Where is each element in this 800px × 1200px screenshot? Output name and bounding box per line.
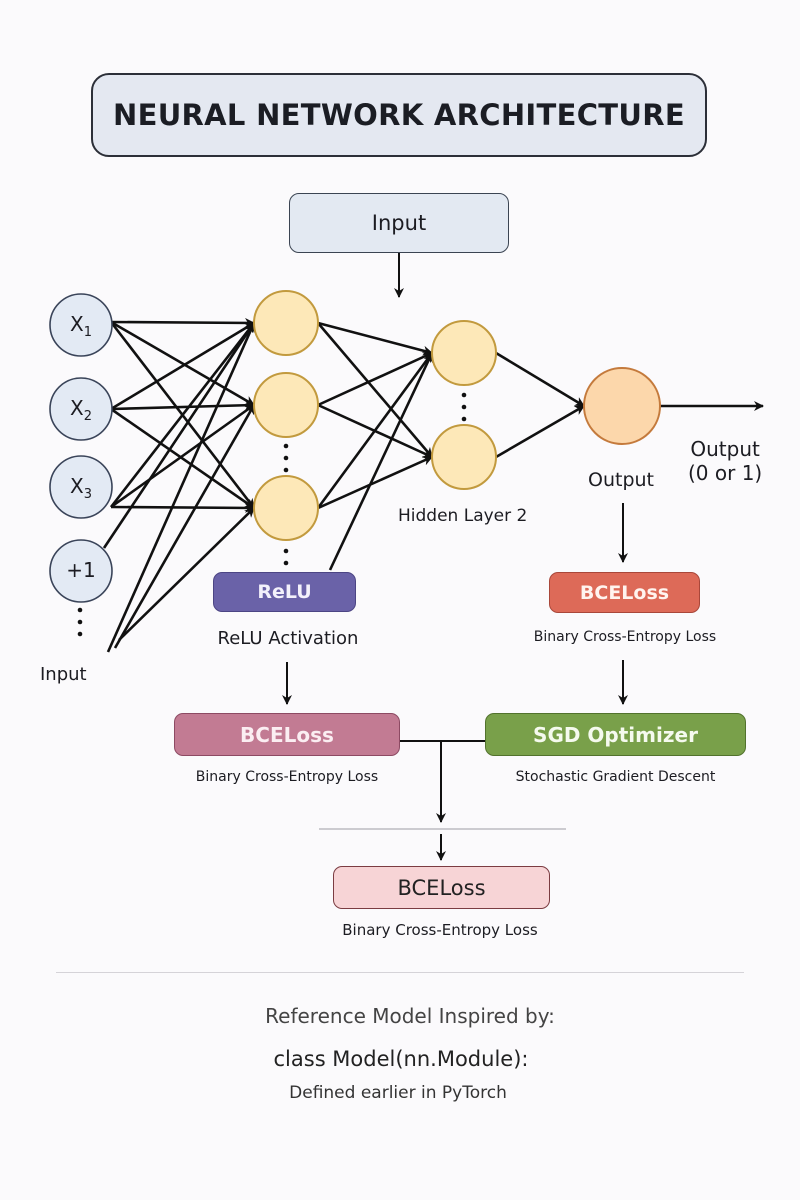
relu-label: ReLU bbox=[257, 581, 312, 603]
edge-relu-hidden2 bbox=[328, 352, 434, 571]
edge-hidden2-output bbox=[495, 351, 585, 408]
footer-note: Defined earlier in PyTorch bbox=[289, 1083, 507, 1103]
input-node-label-1: X1 bbox=[51, 311, 111, 346]
output-arrow-label-line1: Output bbox=[690, 437, 760, 461]
edge-hidden1-hidden2 bbox=[317, 322, 433, 458]
input-node-symbol: X bbox=[70, 474, 84, 498]
input-node-subscript: 1 bbox=[83, 325, 92, 340]
output-arrow-label-line2: (0 or 1) bbox=[688, 461, 763, 485]
relu-block: ReLU bbox=[213, 572, 356, 612]
flow-arrows bbox=[282, 253, 628, 861]
edge-input-extra bbox=[118, 507, 255, 641]
hidden1-node-2 bbox=[253, 372, 319, 438]
edge-hidden1-hidden2 bbox=[316, 352, 434, 509]
input-node-symbol: X bbox=[70, 312, 84, 336]
output-node-label: Output bbox=[588, 469, 654, 491]
edge-input-hidden1 bbox=[110, 403, 255, 509]
edge-hidden1-hidden2 bbox=[317, 351, 433, 407]
input-node-symbol: +1 bbox=[66, 558, 96, 582]
input-node-label-3: X3 bbox=[51, 473, 111, 508]
network-nodes bbox=[49, 290, 661, 637]
hidden2-ellipsis bbox=[461, 404, 467, 410]
input-box: Input bbox=[289, 193, 509, 253]
edge-hidden1-hidden2 bbox=[317, 455, 433, 510]
edge-input-hidden1 bbox=[109, 322, 256, 508]
bceloss-output-block: BCELoss bbox=[549, 572, 700, 613]
hidden1-node-3 bbox=[253, 475, 319, 541]
hidden2-ellipsis bbox=[461, 416, 467, 422]
hidden2-node-1 bbox=[431, 320, 497, 386]
bceloss-final-caption: Binary Cross-Entropy Loss bbox=[342, 921, 538, 939]
footer-divider bbox=[56, 972, 744, 973]
hidden-layer-2-label: Hidden Layer 2 bbox=[398, 506, 528, 526]
hidden1-ellipsis-lower bbox=[283, 548, 289, 554]
input-node-1 bbox=[49, 293, 113, 357]
hidden1-node-1 bbox=[253, 290, 319, 356]
bceloss-relu-caption: Binary Cross-Entropy Loss bbox=[195, 769, 379, 785]
edge-bias-hidden1 bbox=[102, 322, 256, 549]
bceloss-relu-label: BCELoss bbox=[240, 722, 334, 747]
input-box-label: Input bbox=[371, 211, 427, 235]
bceloss-final-block: BCELoss bbox=[333, 866, 550, 909]
edge-input-hidden1 bbox=[110, 407, 255, 510]
bceloss-output-caption: Binary Cross-Entropy Loss bbox=[533, 629, 717, 645]
footer-class-definition: class Model(nn.Module): bbox=[273, 1047, 529, 1071]
input-node-subscript: 3 bbox=[83, 487, 92, 502]
hidden1-ellipsis bbox=[283, 467, 289, 473]
hidden1-ellipsis-lower bbox=[283, 560, 289, 566]
page-title: NEURAL NETWORK ARCHITECTURE bbox=[113, 98, 685, 132]
sgd-optimizer-caption: Stochastic Gradient Descent bbox=[515, 769, 716, 785]
footer-reference: Reference Model Inspired by: bbox=[265, 1004, 555, 1028]
input-ellipsis bbox=[77, 607, 83, 613]
sgd-optimizer-label: SGD Optimizer bbox=[533, 722, 698, 747]
input-layer-label: Input bbox=[40, 664, 87, 685]
input-ellipsis bbox=[77, 631, 83, 637]
edge-input-hidden1 bbox=[110, 320, 255, 407]
edge-input-hidden1 bbox=[110, 317, 255, 328]
relu-caption: ReLU Activation bbox=[217, 628, 359, 649]
hidden1-ellipsis bbox=[283, 443, 289, 449]
hidden2-ellipsis bbox=[461, 392, 467, 398]
edge-input-hidden1 bbox=[110, 400, 255, 411]
input-node-3 bbox=[49, 455, 113, 519]
edge-hidden1-hidden2 bbox=[317, 321, 433, 356]
input-node-2 bbox=[49, 377, 113, 441]
input-node-label-2: X2 bbox=[51, 395, 111, 430]
hidden1-ellipsis bbox=[283, 455, 289, 461]
input-node-symbol: X bbox=[70, 396, 84, 420]
connection-edges bbox=[102, 317, 764, 653]
input-ellipsis bbox=[77, 619, 83, 625]
input-node-subscript: 2 bbox=[83, 409, 92, 424]
output-arrow-label: Output (0 or 1) bbox=[688, 437, 762, 485]
edge-input-hidden1 bbox=[110, 321, 255, 411]
edge-input-extra bbox=[106, 322, 256, 653]
edge-hidden2-output bbox=[495, 404, 585, 459]
hidden2-node-2 bbox=[431, 424, 497, 490]
sgd-optimizer-block: SGD Optimizer bbox=[485, 713, 746, 756]
bceloss-output-label: BCELoss bbox=[579, 581, 670, 604]
edge-input-hidden1 bbox=[110, 502, 255, 513]
output-node bbox=[583, 367, 661, 445]
bceloss-relu-block: BCELoss bbox=[174, 713, 400, 756]
bceloss-final-label: BCELoss bbox=[397, 875, 486, 900]
edge-input-extra bbox=[113, 404, 256, 649]
title-banner: NEURAL NETWORK ARCHITECTURE bbox=[91, 73, 707, 157]
input-node-label-4: +1 bbox=[51, 557, 111, 583]
input-node-4 bbox=[49, 539, 113, 603]
